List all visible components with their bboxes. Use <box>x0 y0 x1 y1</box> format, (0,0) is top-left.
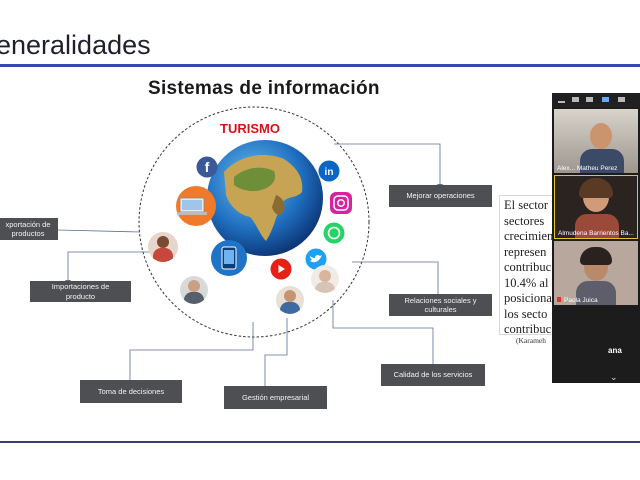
facebook-icon: f <box>196 156 218 178</box>
laptop-icon <box>177 197 207 215</box>
box-mejorar-operaciones: Mejorar operaciones <box>389 185 492 207</box>
linkedin-icon: in <box>318 160 340 182</box>
youtube-icon <box>270 258 292 280</box>
fullscreen-icon[interactable] <box>618 97 625 102</box>
person-photo <box>180 276 208 304</box>
svg-text:in: in <box>325 167 334 178</box>
gallery-view-icon[interactable] <box>586 97 593 102</box>
phone-icon <box>221 246 237 270</box>
slide-title: eneralidades <box>0 30 151 60</box>
svg-text:f: f <box>205 159 210 175</box>
side-text-line: posiciona <box>504 291 552 305</box>
title-rule <box>0 64 640 67</box>
side-text-line: represen <box>504 244 547 259</box>
side-text-line: sectores <box>504 213 545 228</box>
participant-name: Alex... Matheu Perez <box>557 165 618 172</box>
person-photo <box>148 232 178 262</box>
participant-tile[interactable]: Paola Juica <box>554 241 638 305</box>
chevron-down-icon[interactable]: ⌄ <box>610 372 618 382</box>
participant-body <box>575 214 619 238</box>
globe-icon <box>207 140 323 256</box>
box-importaciones: Importaciones de producto <box>30 281 131 302</box>
minimize-icon[interactable] <box>558 101 565 103</box>
participant-hair <box>579 178 613 198</box>
participant-tile-active[interactable]: Almudena Barrientos Ba... <box>554 175 638 239</box>
participant-name: Paola Juica <box>564 297 598 304</box>
grid-view-icon[interactable] <box>602 97 609 102</box>
box-relaciones: Relaciones sociales y culturales <box>389 294 492 316</box>
side-text-line: El sector <box>504 198 549 212</box>
box-toma-decisiones: Toma de decisiones <box>80 380 182 403</box>
video-panel: Alex... Matheu Perez Almudena Barrientos… <box>552 93 640 383</box>
participant-tile[interactable]: Alex... Matheu Perez <box>554 109 638 173</box>
person-photo <box>276 286 304 314</box>
citation: (Karameh <box>516 336 546 345</box>
twitter-icon <box>305 248 327 270</box>
participant-hair <box>580 247 612 265</box>
video-panel-toolbar <box>552 93 640 107</box>
side-text-card: El sector sectores crecimien represen co… <box>499 195 559 335</box>
person-photo <box>311 265 339 293</box>
participant-body <box>576 281 616 305</box>
participant-face <box>590 123 612 149</box>
side-text-line: 10.4% al <box>504 275 549 290</box>
instagram-icon <box>330 192 352 214</box>
box-calidad-servicios: Calidad de los servicios <box>381 364 485 386</box>
side-text-line: crecimien <box>504 229 554 243</box>
side-text-line: contribuc <box>504 322 552 335</box>
self-view-label: ana <box>608 346 622 355</box>
participant-name: Almudena Barrientos Ba... <box>558 230 634 237</box>
side-text-line: contribuc <box>504 260 552 274</box>
participant-body <box>580 149 624 173</box>
speaker-view-icon[interactable] <box>572 97 579 102</box>
diagram-heading: Sistemas de información <box>148 78 380 99</box>
muted-mic-icon <box>557 297 561 302</box>
bottom-rule <box>0 441 640 443</box>
box-exportacion: xportación de productos <box>0 218 58 240</box>
box-gestion-empresarial: Gestión empresarial <box>224 386 327 409</box>
center-label: TURISMO <box>220 121 280 136</box>
side-text-line: los secto <box>504 306 548 321</box>
whatsapp-icon <box>323 222 345 244</box>
